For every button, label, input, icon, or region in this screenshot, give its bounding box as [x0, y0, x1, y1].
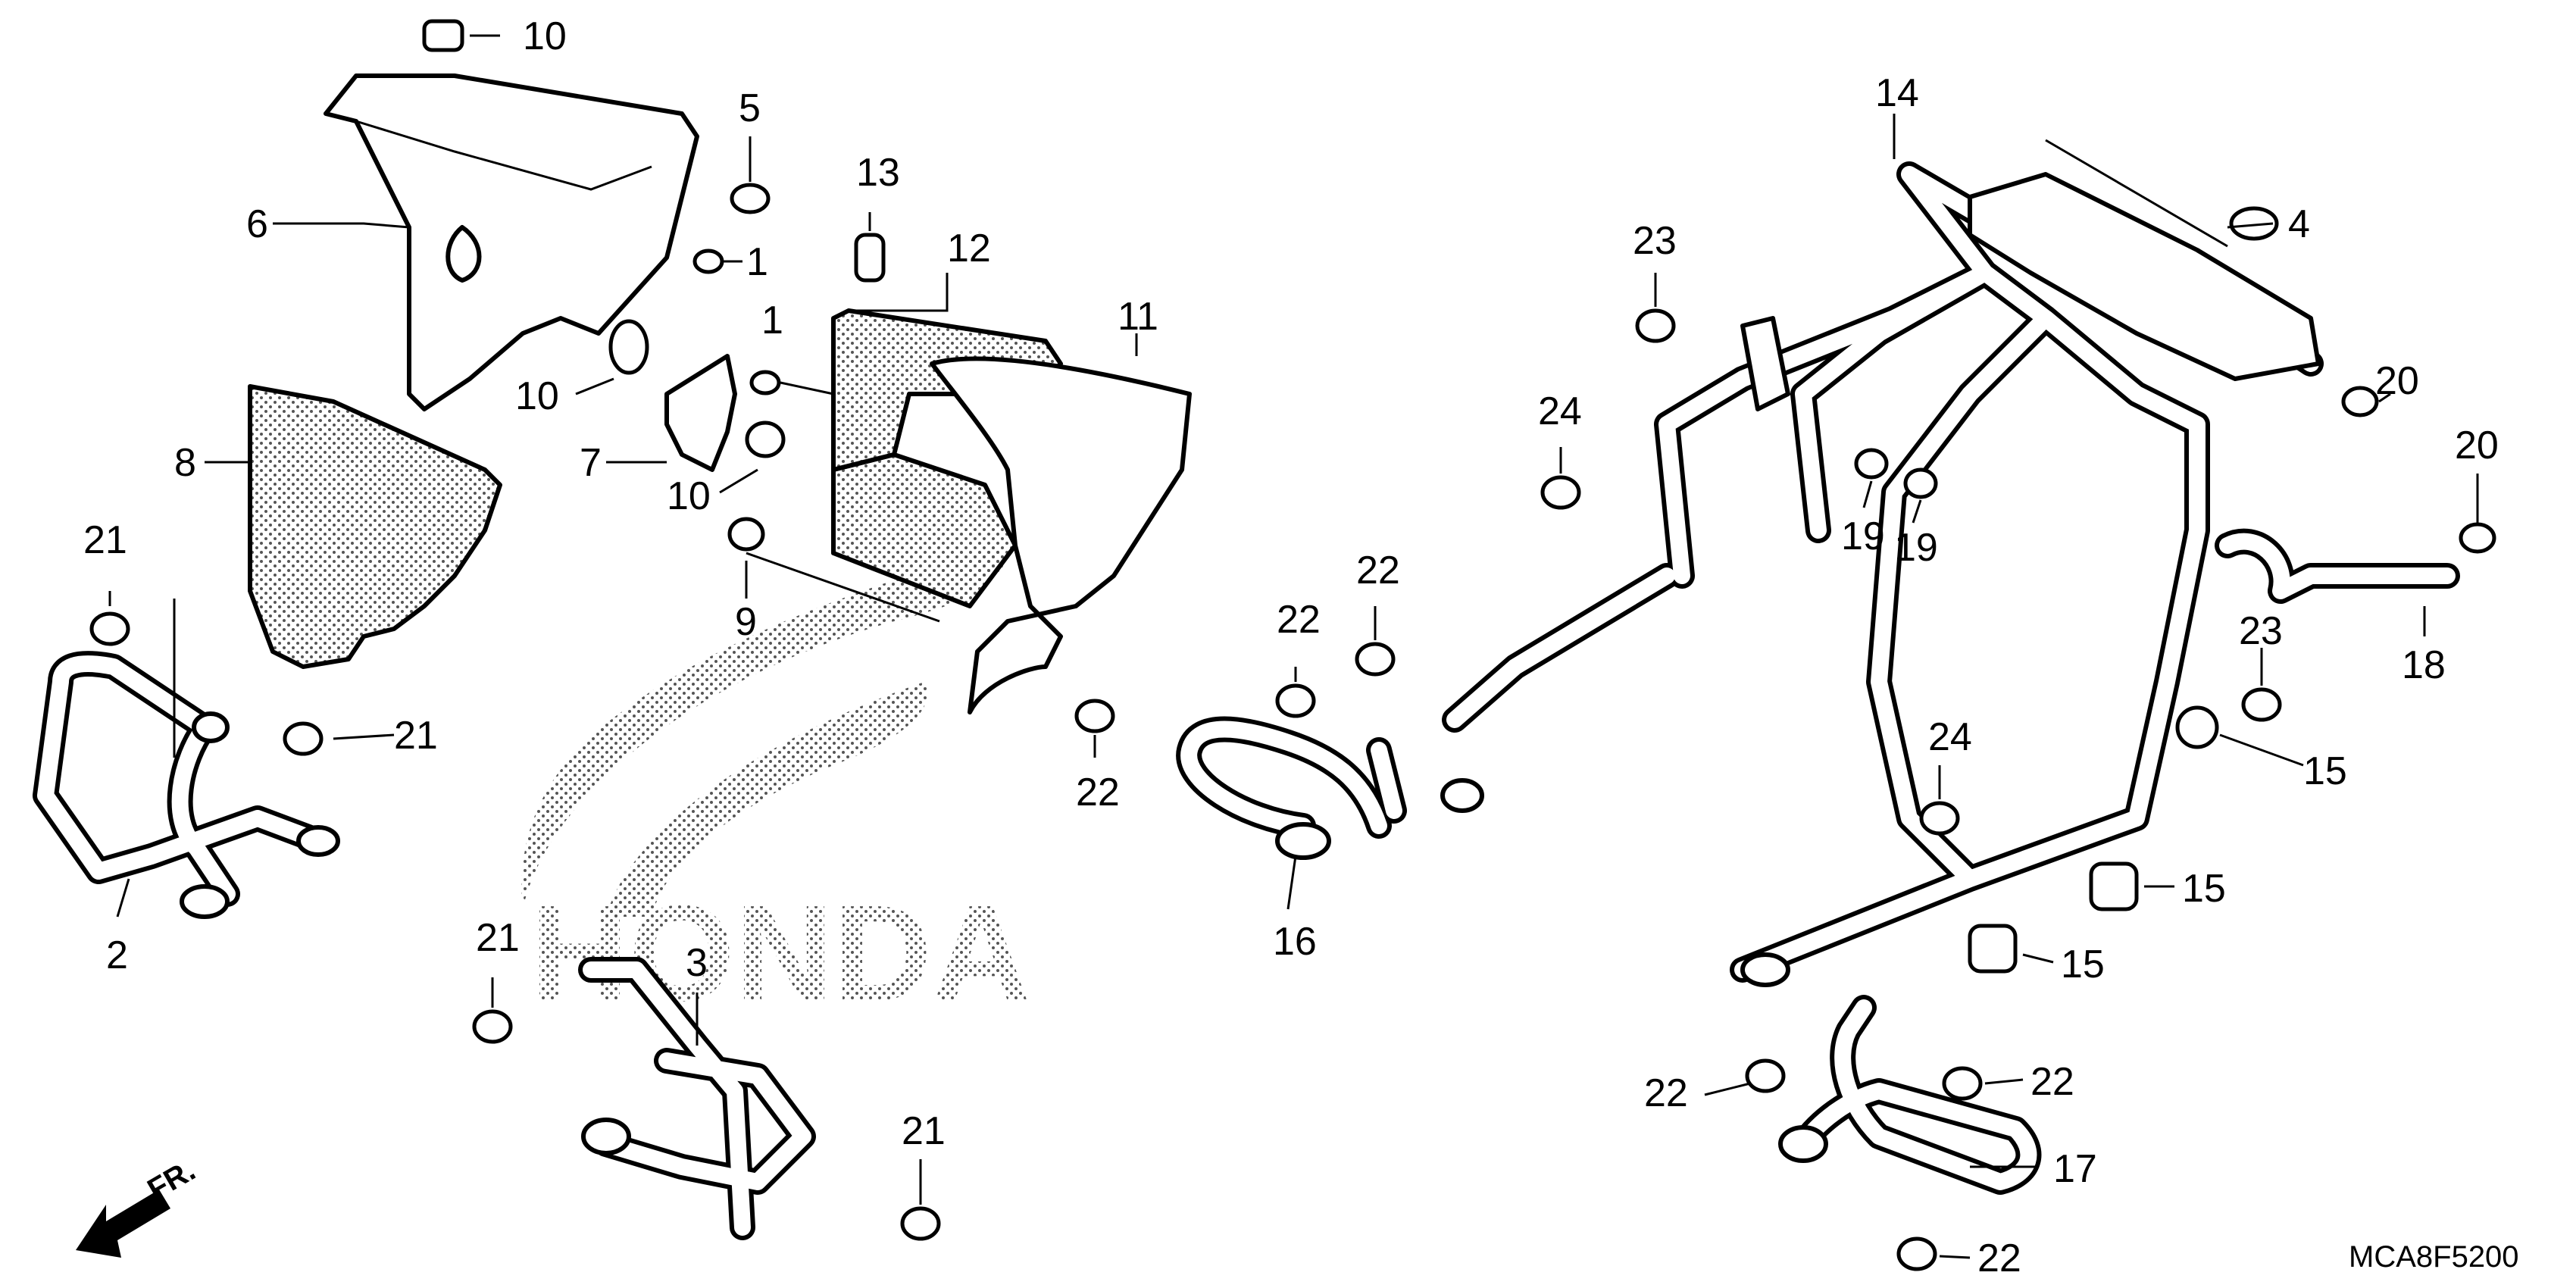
callout-1a: 1: [746, 240, 768, 284]
diagram-code: MCA8F5200: [2349, 1240, 2519, 1274]
bolt-21c: [472, 1009, 513, 1044]
part-8-side-panel: [248, 384, 502, 669]
grommet-13: [854, 233, 886, 283]
callout-20b: 20: [2455, 424, 2499, 467]
bolt-22c: [1355, 642, 1396, 677]
grommet-10a: [422, 19, 464, 52]
callout-22a: 22: [1076, 771, 1120, 814]
part-16-small-guard: [1176, 716, 1407, 860]
callout-14: 14: [1875, 71, 1919, 115]
honda-wing-shape: [521, 546, 1004, 909]
grommet-9: [727, 517, 765, 552]
grommet-10c: [745, 420, 786, 458]
callout-24a: 24: [1538, 389, 1582, 433]
callout-20a: 20: [2375, 359, 2419, 403]
nut-19a: [1854, 448, 1889, 480]
callout-2: 2: [106, 933, 128, 977]
callout-9: 9: [735, 600, 757, 644]
honda-wordmark: HONDA: [530, 877, 1030, 1030]
leader-lines: [108, 34, 2479, 1259]
part-14-main-frame: [1440, 161, 2324, 987]
callout-24b: 24: [1928, 715, 1972, 759]
part-18-stay-inner: [2219, 533, 2456, 599]
callout-22d: 22: [1644, 1071, 1688, 1115]
callout-15a: 15: [2303, 749, 2347, 793]
bolt-22d: [1745, 1058, 1786, 1093]
callout-1b: 1: [761, 299, 783, 342]
callout-3: 3: [686, 941, 708, 985]
damper-15c: [1968, 924, 2018, 974]
cap-4: [2229, 206, 2279, 241]
callout-8: 8: [174, 441, 196, 485]
callout-10c: 10: [667, 474, 711, 518]
callout-21c: 21: [476, 916, 520, 960]
front-direction-indicator: FR.: [76, 1153, 201, 1258]
callout-13: 13: [856, 151, 900, 195]
callout-22f: 22: [1977, 1236, 2021, 1280]
callout-11: 11: [1118, 295, 1158, 339]
callout-5: 5: [739, 86, 761, 130]
fasteners: [89, 19, 2496, 1271]
bolt-21a: [89, 611, 130, 646]
bolt-21d: [900, 1206, 941, 1241]
damper-15a: [2175, 705, 2219, 749]
callout-22e: 22: [2030, 1060, 2074, 1104]
callout-16: 16: [1273, 920, 1317, 964]
honda-wing-shape-2: [606, 682, 927, 917]
bolt-20a: [2341, 386, 2379, 417]
callout-17: 17: [2053, 1147, 2097, 1191]
part-12-inner-cover-lower: [831, 452, 1018, 608]
callout-7: 7: [580, 441, 602, 485]
clip-1a: [692, 249, 724, 274]
callout-19a: 19: [1841, 514, 1885, 558]
part-17-rear-guard: [1778, 995, 2042, 1195]
callout-21a: 21: [83, 518, 127, 562]
part-6-upper-cover: [324, 73, 699, 411]
part-3-lower-guard: [578, 957, 816, 1240]
callout-6: 6: [246, 202, 268, 246]
callout-21b: 21: [394, 714, 438, 758]
callout-10a: 10: [523, 14, 567, 58]
callout-labels: 10 6 5 1 1 13 12 11 10 7 10 8 9 21 21 2 …: [83, 14, 2499, 1280]
callout-18: 18: [2402, 643, 2446, 687]
bolt-21b: [283, 721, 324, 756]
grommet-10b: [608, 319, 649, 375]
bolt-22f: [1896, 1236, 1937, 1271]
callout-23a: 23: [1633, 219, 1677, 263]
callout-19b: 19: [1894, 526, 1938, 570]
nut-19b: [1903, 467, 1938, 499]
callout-15c: 15: [2061, 943, 2105, 986]
nut-5: [730, 183, 771, 214]
bolt-24b: [1919, 801, 1960, 836]
clip-1b: [749, 370, 781, 395]
callout-15b: 15: [2182, 867, 2226, 911]
bolt-23a: [1635, 308, 1676, 343]
bolt-22b: [1275, 683, 1316, 718]
part-7-bracket: [664, 354, 737, 472]
callout-10b: 10: [515, 374, 559, 418]
front-arrow-icon: [76, 1190, 170, 1258]
bolt-23b: [2241, 687, 2282, 722]
callout-4: 4: [2288, 202, 2310, 246]
bolt-24a: [1540, 475, 1581, 510]
part-2-front-guard: [33, 651, 340, 919]
callout-22b: 22: [1277, 598, 1321, 642]
callout-22c: 22: [1356, 549, 1400, 592]
bolt-22a: [1074, 699, 1115, 733]
callout-23b: 23: [2239, 609, 2283, 653]
bolt-22e: [1942, 1066, 1983, 1101]
bolt-20b: [2459, 522, 2496, 554]
callout-12: 12: [947, 227, 991, 270]
part-11-duct: [930, 356, 1192, 714]
callout-21d: 21: [902, 1109, 946, 1153]
damper-15b: [2089, 861, 2139, 911]
